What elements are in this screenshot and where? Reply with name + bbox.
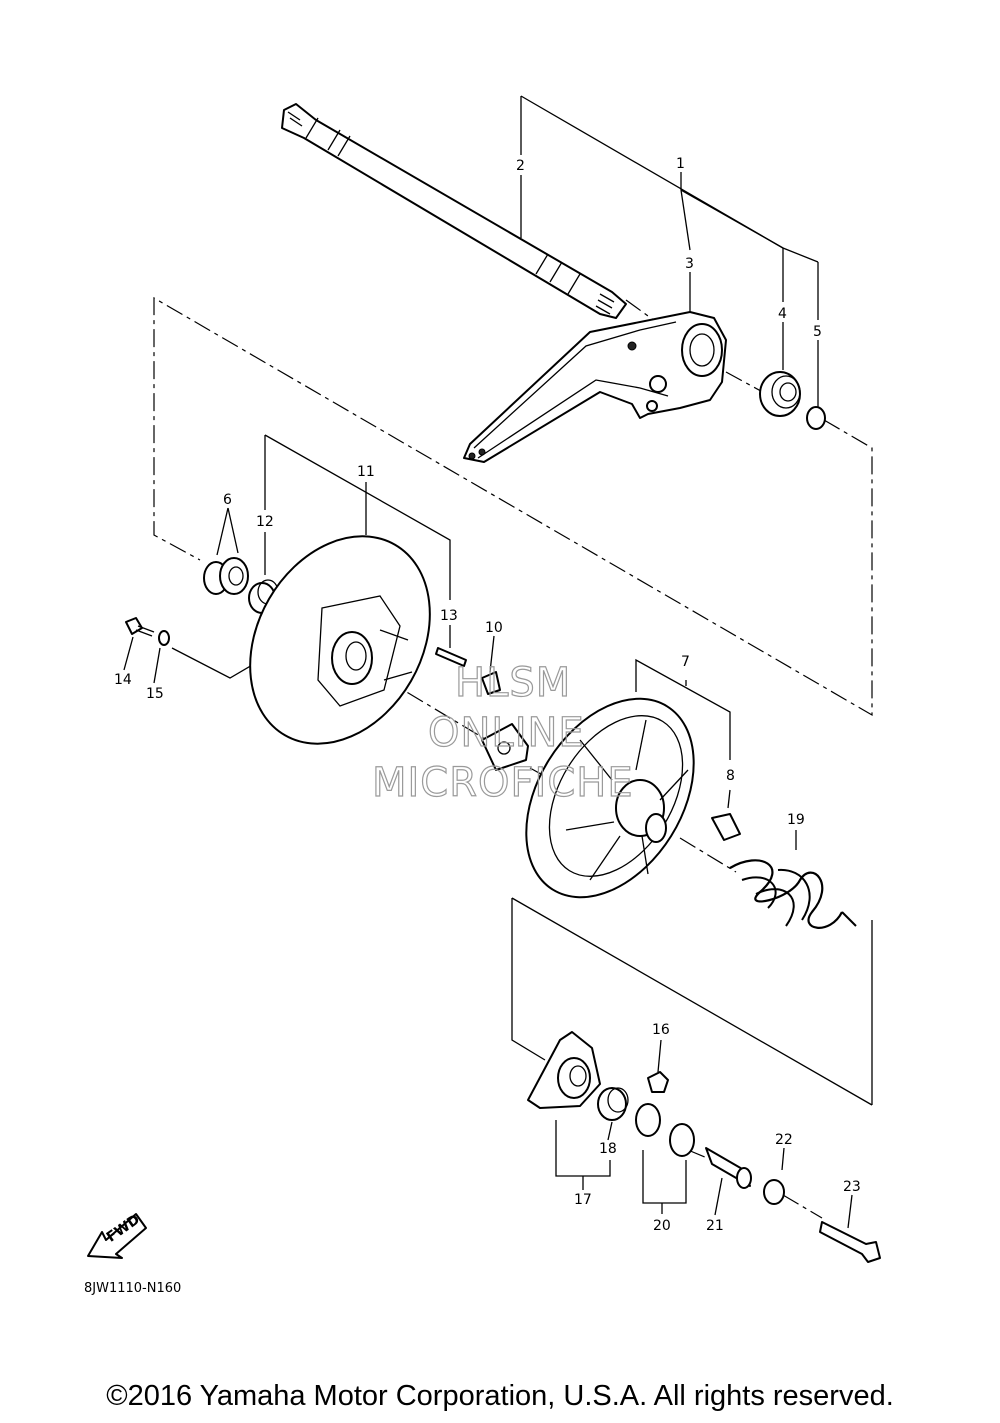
callout-19: 19 xyxy=(787,812,805,828)
bearing-part xyxy=(759,371,801,417)
callout-16: 16 xyxy=(652,1022,670,1038)
callout-12: 12 xyxy=(256,514,274,530)
drive-shaft-part xyxy=(281,103,627,319)
diagram-code: 8JW1110-N160 xyxy=(84,1281,182,1296)
arm-bracket-part xyxy=(463,311,727,463)
callout-13: 13 xyxy=(440,608,458,624)
watermark-line-3: MICROFICHE xyxy=(372,760,634,806)
fixed-sheave-part xyxy=(249,535,431,745)
callout-4: 4 xyxy=(778,306,787,322)
callout-18: 18 xyxy=(599,1141,617,1157)
callout-8: 8 xyxy=(726,768,735,784)
washer-15-part xyxy=(158,630,170,646)
copyright-notice: ©2016 Yamaha Motor Corporation, U.S.A. A… xyxy=(106,1380,894,1412)
washer-22-part xyxy=(763,1179,785,1205)
callout-17: 17 xyxy=(574,1192,592,1208)
plate-part xyxy=(481,723,529,771)
callout-1: 1 xyxy=(676,156,685,172)
callout-20: 20 xyxy=(653,1218,671,1234)
callout-10: 10 xyxy=(485,620,503,636)
callout-labels: 1 2 3 4 5 6 7 8 10 11 12 13 14 15 16 17 … xyxy=(114,156,861,1234)
callout-11: 11 xyxy=(357,464,375,480)
watermark: HLSM ONLINE MICROFICHE xyxy=(371,659,634,806)
bolt-14-part xyxy=(125,617,155,637)
callout-21: 21 xyxy=(706,1218,724,1234)
spring-part xyxy=(729,859,857,929)
watermark-line-1: HLSM xyxy=(455,660,571,706)
carrier-part xyxy=(527,1031,601,1109)
callout-3: 3 xyxy=(685,256,694,272)
nut-16-part xyxy=(647,1071,669,1093)
callout-15: 15 xyxy=(146,686,164,702)
callout-7: 7 xyxy=(681,654,690,670)
slider-part xyxy=(711,813,741,841)
circlip-part xyxy=(806,406,826,430)
bearing-18-part xyxy=(597,1087,629,1121)
watermark-line-2: ONLINE xyxy=(428,710,585,756)
bolt-10-part xyxy=(481,671,501,695)
washer-20-part xyxy=(635,1103,695,1157)
movable-sheave-part xyxy=(525,697,695,899)
stud-13-part xyxy=(435,647,467,667)
forward-arrow-icon: FWD xyxy=(87,1212,147,1259)
callout-22: 22 xyxy=(775,1132,793,1148)
callout-6: 6 xyxy=(223,492,232,508)
callout-23: 23 xyxy=(843,1179,861,1195)
bushing-part xyxy=(203,557,249,595)
collar-21-part xyxy=(705,1147,752,1189)
callout-5: 5 xyxy=(813,324,822,340)
callout-14: 14 xyxy=(114,672,132,688)
bolt-23-part xyxy=(819,1221,881,1263)
callout-2: 2 xyxy=(516,158,525,174)
